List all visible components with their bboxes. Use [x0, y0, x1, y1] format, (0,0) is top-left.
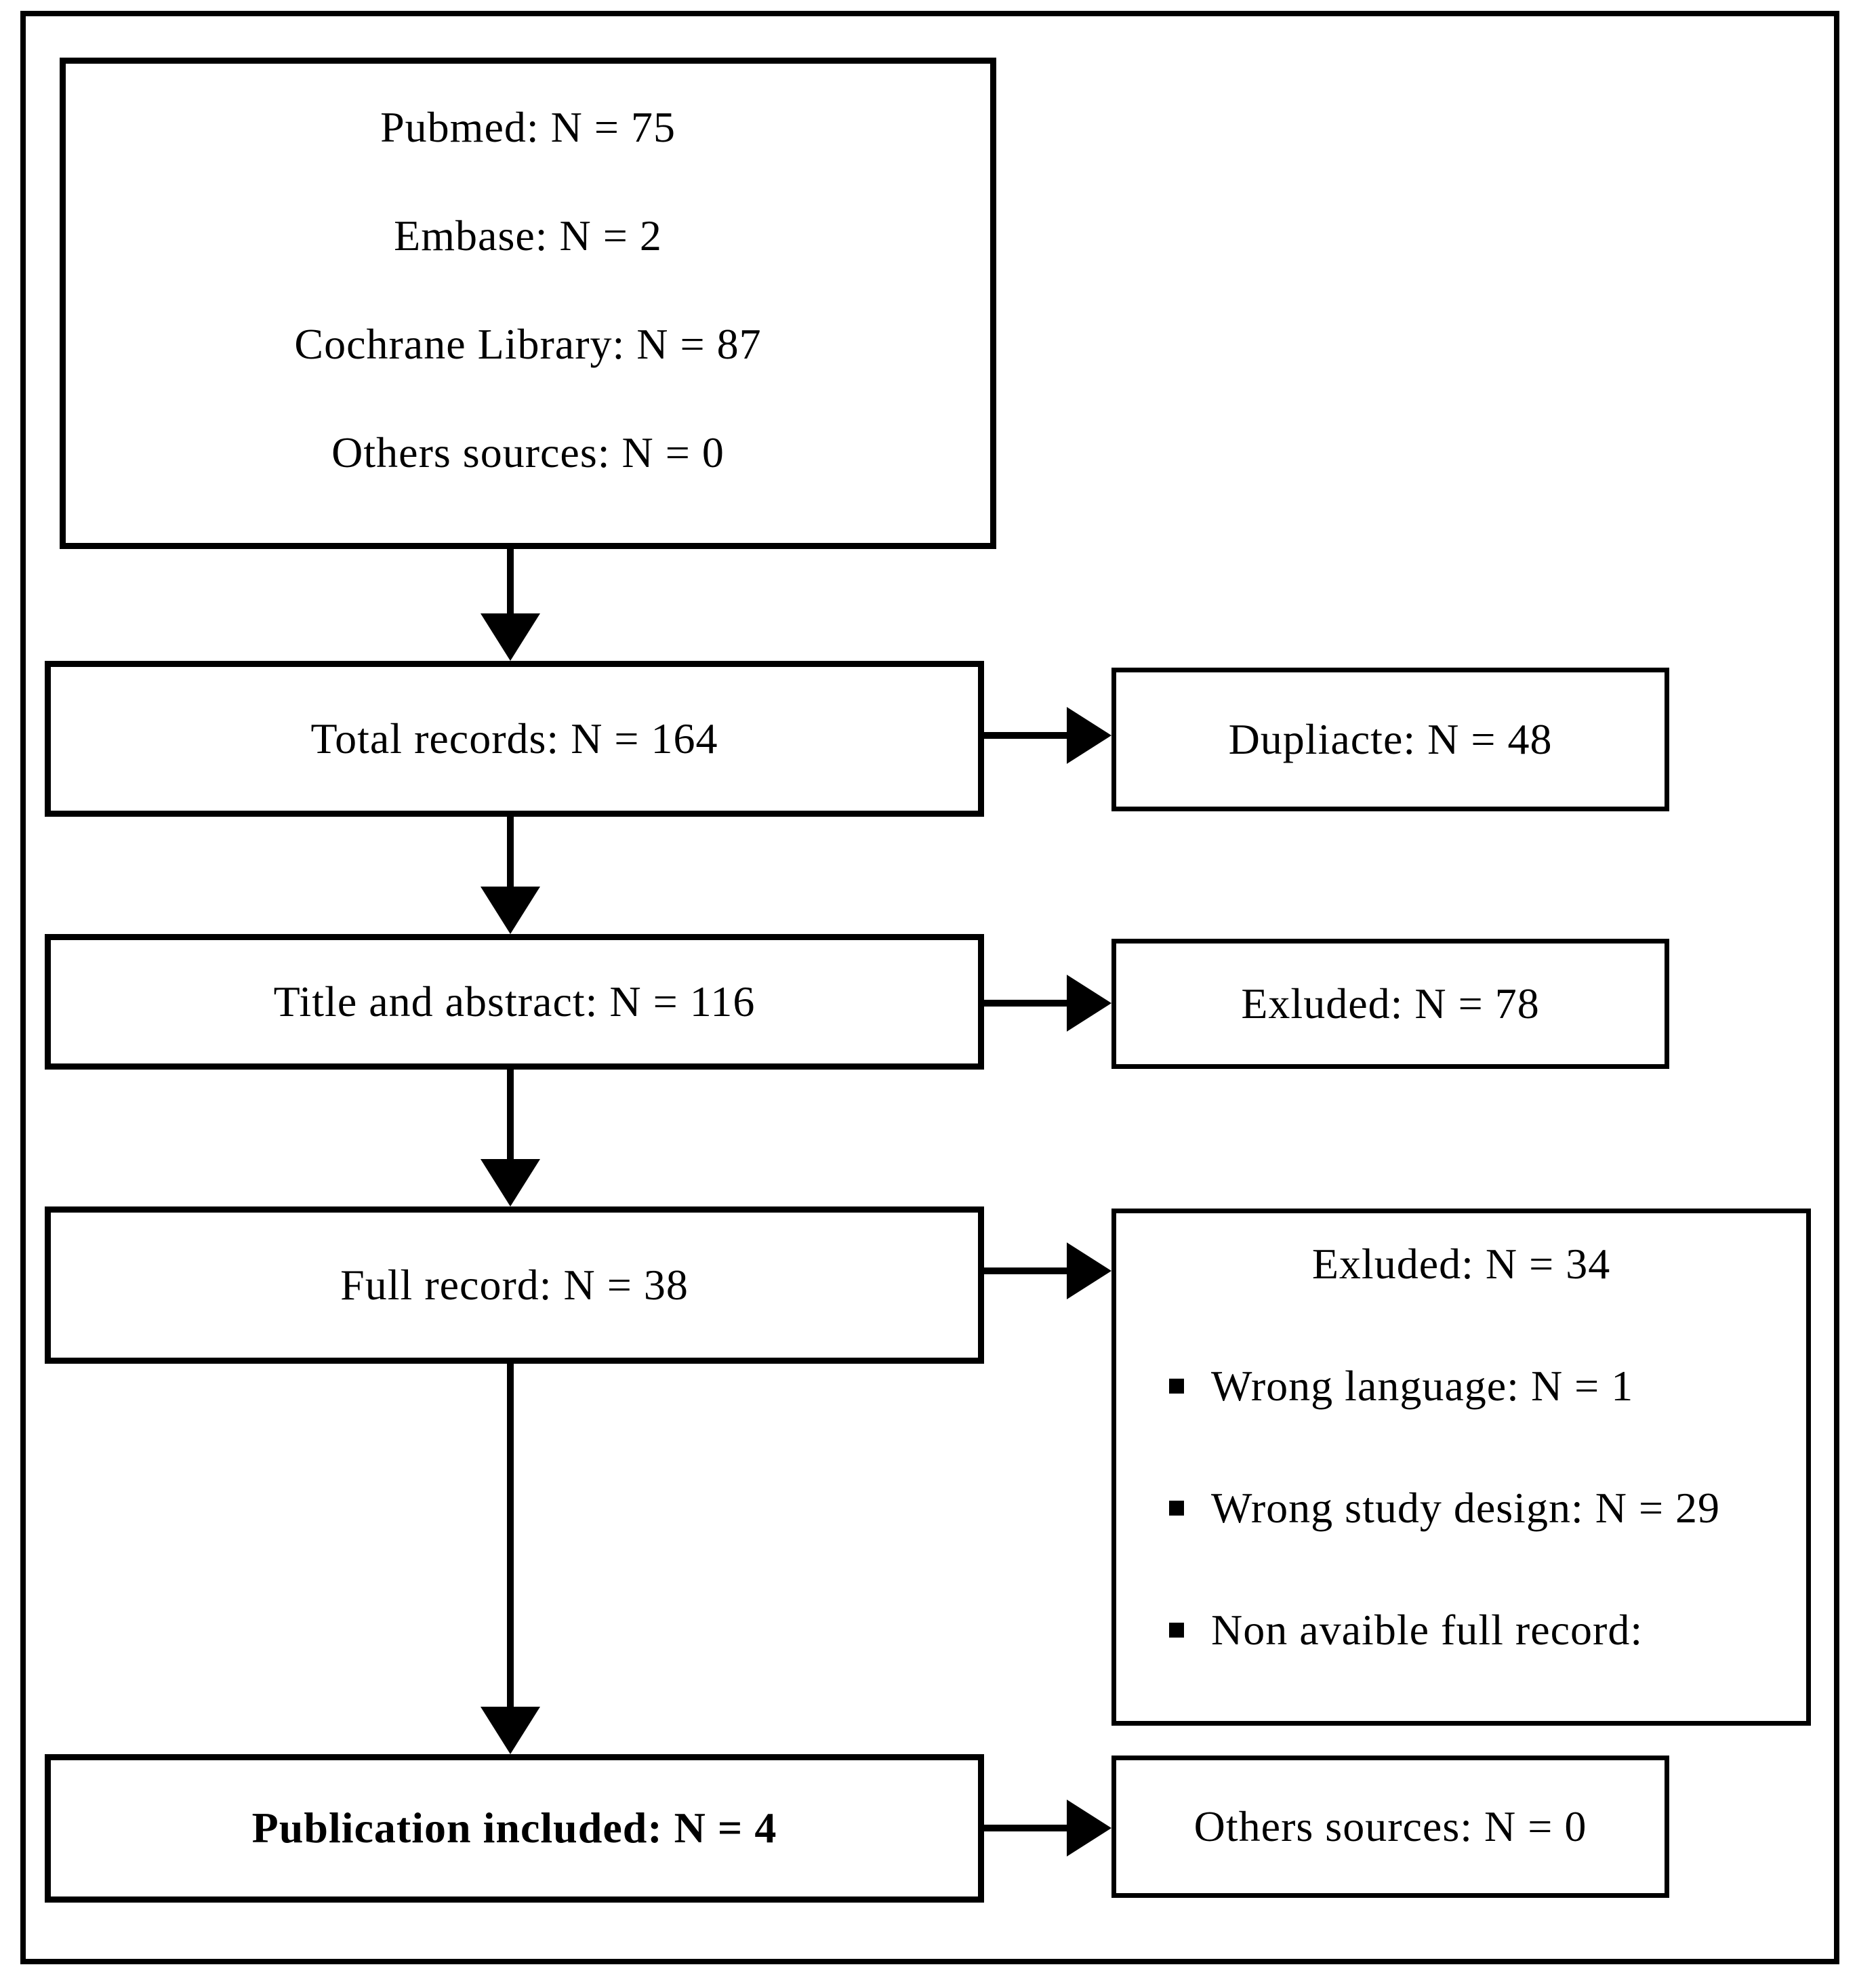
excluded-reason-design: Wrong study design: N = 29 — [1116, 1481, 1806, 1535]
right-arrow-2-icon — [1067, 975, 1111, 1032]
right-arrow-1-icon — [1067, 707, 1111, 764]
down-arrow-2-stem — [507, 817, 514, 888]
total-records-label: Total records: N = 164 — [310, 714, 718, 763]
down-arrow-3-stem — [507, 1070, 514, 1161]
right-arrow-4-icon — [1067, 1800, 1111, 1857]
source-line-others: Others sources: N = 0 — [331, 428, 725, 476]
included-label: Publication included: N = 4 — [251, 1804, 777, 1852]
duplicates-box: Dupliacte: N = 48 — [1111, 668, 1669, 811]
right-arrow-3-icon — [1067, 1242, 1111, 1299]
title-abstract-label: Title and abstract: N = 116 — [273, 977, 756, 1026]
other-sources-box: Others sources: N = 0 — [1111, 1756, 1669, 1898]
source-line-cochrane: Cochrane Library: N = 87 — [294, 320, 762, 368]
full-record-label: Full record: N = 38 — [340, 1260, 689, 1309]
down-arrow-2-icon — [481, 887, 540, 934]
excluded-reason-availability: Non avaible full record: — [1116, 1603, 1806, 1657]
right-arrow-2-stem — [984, 1000, 1068, 1007]
bullet-square-icon — [1169, 1379, 1184, 1394]
duplicates-label: Dupliacte: N = 48 — [1228, 714, 1553, 763]
excluded-abstract-box: Exluded: N = 78 — [1111, 939, 1669, 1069]
source-line-pubmed: Pubmed: N = 75 — [380, 103, 676, 151]
excluded-full-box: Exluded: N = 34 Wrong language: N = 1 Wr… — [1111, 1209, 1811, 1726]
right-arrow-4-stem — [984, 1825, 1068, 1831]
right-arrow-1-stem — [984, 732, 1068, 739]
title-abstract-box: Title and abstract: N = 116 — [45, 934, 984, 1070]
included-box: Publication included: N = 4 — [45, 1754, 984, 1903]
down-arrow-4-icon — [481, 1707, 540, 1754]
down-arrow-1-icon — [481, 613, 540, 661]
down-arrow-3-icon — [481, 1159, 540, 1206]
down-arrow-1-stem — [507, 549, 514, 617]
excluded-reason-language: Wrong language: N = 1 — [1116, 1359, 1806, 1413]
total-records-box: Total records: N = 164 — [45, 661, 984, 817]
down-arrow-4-stem — [507, 1364, 514, 1710]
right-arrow-3-stem — [984, 1267, 1068, 1274]
source-line-embase: Embase: N = 2 — [394, 211, 662, 260]
bullet-square-icon — [1169, 1501, 1184, 1516]
full-record-box: Full record: N = 38 — [45, 1206, 984, 1364]
other-sources-label: Others sources: N = 0 — [1193, 1802, 1587, 1850]
bullet-square-icon — [1169, 1623, 1184, 1638]
excluded-abstract-label: Exluded: N = 78 — [1241, 979, 1540, 1028]
sources-box: Pubmed: N = 75 Embase: N = 2 Cochrane Li… — [60, 58, 996, 549]
excluded-full-heading: Exluded: N = 34 — [1311, 1240, 1611, 1288]
outer-frame — [20, 11, 1839, 1964]
